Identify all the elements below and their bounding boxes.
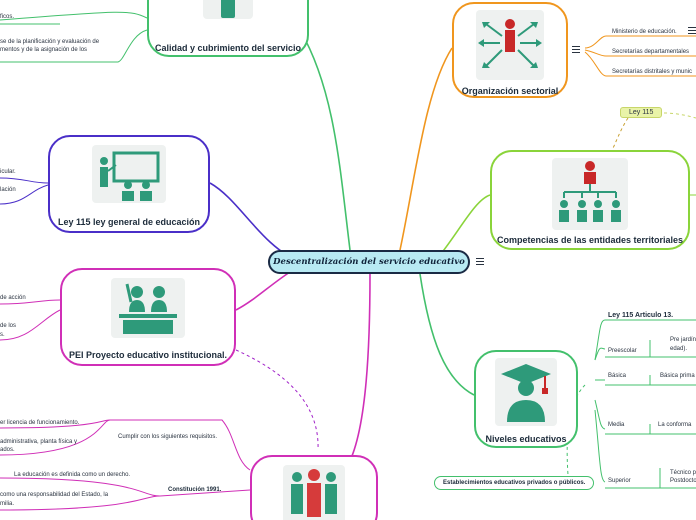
org-arrows-icon [476, 10, 544, 80]
node-label: Ley 115 ley general de educación [57, 217, 201, 227]
leaf-text: ficos. [0, 14, 15, 20]
leaf-text: Cumplir con los siguientes requisitos. [118, 434, 218, 440]
nivel-detail: Básica prima [660, 373, 695, 379]
node-label: PEI Proyecto educativo institucional. [68, 350, 228, 360]
leaf-text: mentos y de la asignación de los [0, 47, 88, 53]
nivel-detail: Pre jardín [670, 337, 696, 343]
central-topic[interactable]: Descentralización del servicio educativo [268, 250, 470, 274]
link-competencias [439, 194, 491, 256]
link-organizacion [399, 47, 453, 251]
node-label: Organización sectorial [461, 86, 559, 96]
students-icon [111, 278, 185, 338]
hierarchy-icon [552, 158, 628, 230]
leaf-text: s. [0, 332, 5, 338]
leaf-text: como una responsabilidad del Estado, la [0, 492, 109, 498]
graduate-icon [495, 358, 557, 426]
leaf-text: La educación es definida como un derecho… [14, 472, 131, 478]
node-niveles[interactable]: Niveles educativos [474, 350, 578, 448]
dashed-link-pei-constitucion [235, 349, 319, 451]
node-label: Competencias de las entidades territoria… [496, 235, 684, 245]
node-pei[interactable]: PEI Proyecto educativo institucional. [60, 268, 236, 366]
link-calidad [299, 29, 351, 251]
menu-icon[interactable] [476, 258, 484, 266]
link-constitucion [344, 273, 371, 471]
menu-icon[interactable] [688, 27, 696, 35]
leaf-text: Constitución 1991. [168, 487, 222, 493]
nivel-label: Superior [608, 478, 631, 484]
leaf-text: lación [0, 187, 16, 193]
leaf-text: Secretarías departamentales [612, 49, 690, 55]
menu-icon[interactable] [572, 46, 580, 54]
leaf-text: administrativa, planta física y [0, 439, 78, 445]
nivel-detail: edad). [670, 346, 688, 352]
node-competencias[interactable]: Competencias de las entidades territoria… [490, 150, 690, 250]
nivel-detail: Técnico p [670, 470, 696, 476]
leaf-text: se de la planificación y evaluación de [0, 39, 100, 45]
leaf-text: milia. [0, 501, 15, 507]
leaf-text: de los [0, 323, 17, 329]
nivel-label: Básica [608, 373, 627, 379]
node-calidad[interactable]: Calidad y cubrimiento del servicio [147, 0, 309, 57]
leaf-text: er licencia de funcionamiento. [0, 420, 80, 426]
nivel-detail: La conforma [658, 422, 692, 428]
node-organizacion[interactable]: Organización sectorial [452, 2, 568, 98]
person-icon [203, 0, 253, 19]
nivel-label: Media [608, 422, 625, 428]
node-label: Niveles educativos [485, 434, 567, 444]
leaf-text: Ministerio de educación. [612, 29, 677, 35]
leaf-text: icular. [0, 169, 16, 175]
leaf-text: de acción [0, 295, 26, 301]
nivel-label: Preescolar [608, 348, 637, 354]
nivel-detail: Postdocto [670, 478, 696, 484]
classroom-icon [92, 145, 166, 203]
leaf-text: ados. [0, 447, 15, 453]
node-ley115[interactable]: Ley 115 ley general de educación [48, 135, 210, 233]
ley115-tag[interactable]: Ley 115 [620, 107, 663, 118]
link-pei [235, 271, 291, 311]
group-icon [283, 465, 345, 520]
link-niveles [419, 273, 475, 396]
establecimientos-pill[interactable]: Establecimientos educativos privados o p… [434, 476, 595, 490]
node-constitucion[interactable] [250, 455, 378, 520]
niveles-heading: Ley 115 Articulo 13. [608, 312, 674, 319]
node-label: Calidad y cubrimiento del servicio [154, 43, 302, 53]
leaf-text: Secretarías distritales y munic [612, 69, 693, 75]
